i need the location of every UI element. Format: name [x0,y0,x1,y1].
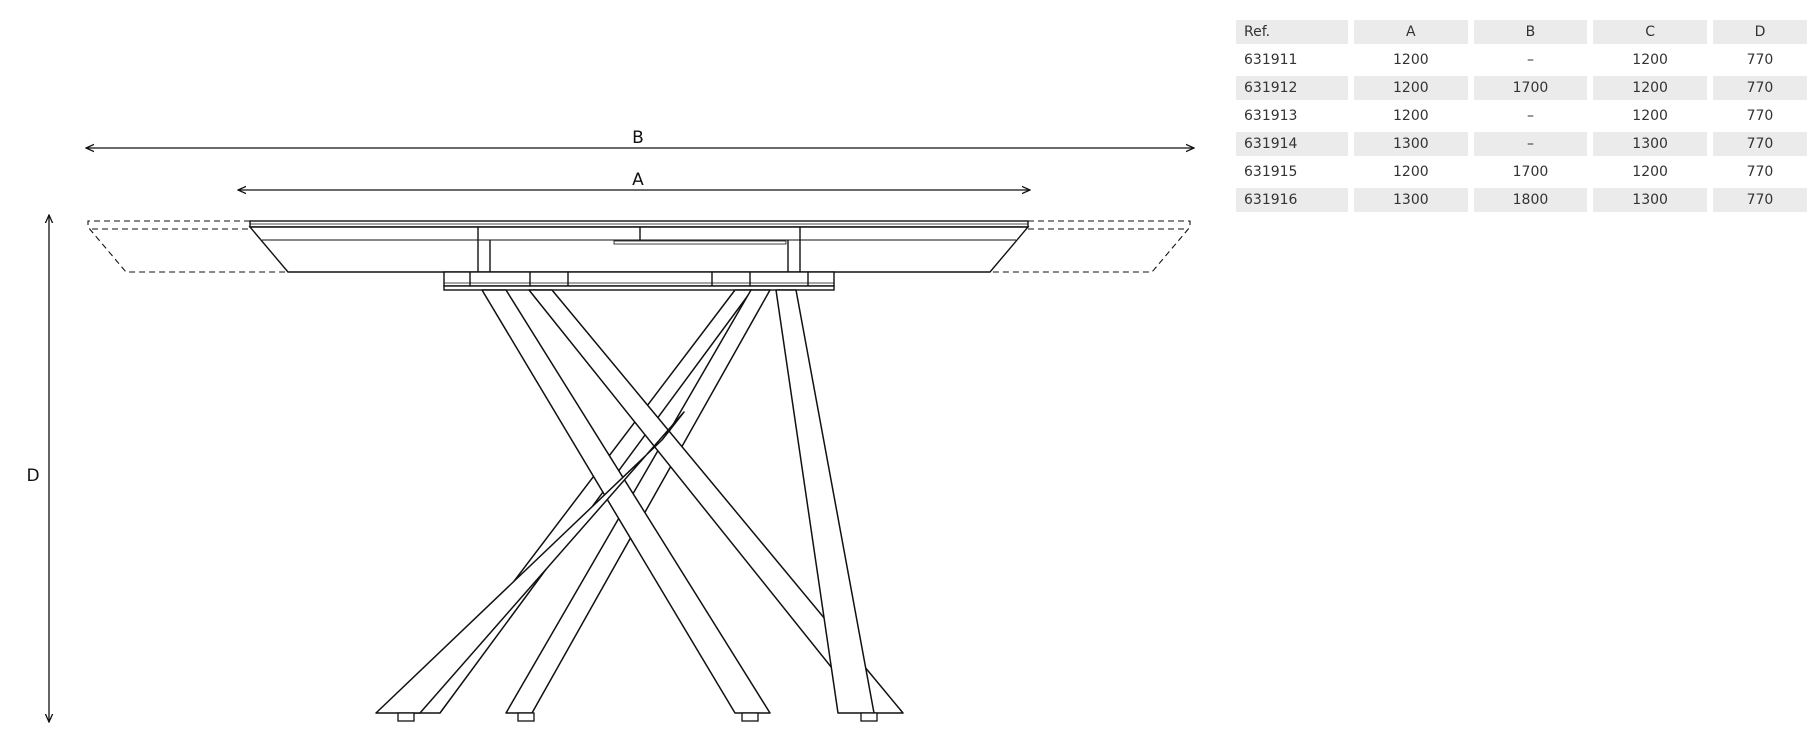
cell-d: 770 [1746,108,1774,124]
dimension-b-label: B [632,128,644,148]
leg-front-right [528,289,904,714]
cell-ref: 631911 [1244,52,1298,68]
cell-c: 1200 [1632,52,1668,68]
cell-a: 1300 [1354,132,1468,156]
dimension-b: B [86,128,1194,148]
table-row: 631911 1200 – 1200 770 [1236,48,1807,72]
cell-c: 1200 [1593,76,1707,100]
cell-ref: 631912 [1236,76,1348,100]
table-header-row: Ref. A B C D [1236,20,1807,44]
table-side-elevation-drawing: B A D [26,128,1220,743]
cell-b: – [1473,132,1588,156]
cell-c: 1200 [1632,164,1668,180]
cell-a: 1300 [1354,188,1468,212]
cell-a: 1200 [1393,164,1429,180]
cell-c: 1200 [1632,108,1668,124]
table-top [248,220,1030,273]
dimension-d-label: D [26,466,39,486]
cell-b: – [1526,108,1534,124]
leg-front-outer-right [775,289,875,714]
cell-d: 770 [1712,188,1807,212]
dimension-a-label: A [632,170,644,190]
cell-d: 770 [1712,132,1807,156]
extension-leaves-dashed [87,220,1191,273]
cell-b: 1700 [1473,76,1588,100]
cell-a: 1200 [1393,52,1429,68]
table-row: 631915 1200 1700 1200 770 [1236,160,1807,184]
crossed-legs [375,289,904,714]
header-ref: Ref. [1236,20,1348,44]
cell-d: 770 [1746,164,1774,180]
cell-a: 1200 [1393,108,1429,124]
cell-d: 770 [1746,52,1774,68]
cell-c: 1300 [1593,188,1707,212]
under-frame [443,271,835,291]
table-row: 631913 1200 – 1200 770 [1236,104,1807,128]
leg-feet [397,712,878,722]
table-row: 631912 1200 1700 1200 770 [1236,76,1807,100]
table-row: 631916 1300 1800 1300 770 [1236,188,1807,212]
leg-front-outer-left [375,411,685,714]
header-d: D [1712,20,1807,44]
leg-front-left [481,289,771,714]
cell-a: 1200 [1354,76,1468,100]
cell-ref: 631914 [1236,132,1348,156]
cell-b: – [1526,52,1534,68]
cell-b: 1700 [1512,164,1549,180]
header-b: B [1473,20,1588,44]
header-c: C [1593,20,1707,44]
cell-c: 1300 [1593,132,1707,156]
dimension-a: A [238,170,1030,190]
cell-d: 770 [1712,76,1807,100]
dimensions-table: Ref. A B C D 631911 1200 – 1200 770 6319… [1230,16,1813,216]
cell-ref: 631916 [1236,188,1348,212]
cell-ref: 631915 [1244,164,1298,180]
table-row: 631914 1300 – 1300 770 [1236,132,1807,156]
header-a: A [1354,20,1468,44]
dimension-d: D [26,215,49,722]
cell-b: 1800 [1473,188,1588,212]
cell-ref: 631913 [1244,108,1298,124]
